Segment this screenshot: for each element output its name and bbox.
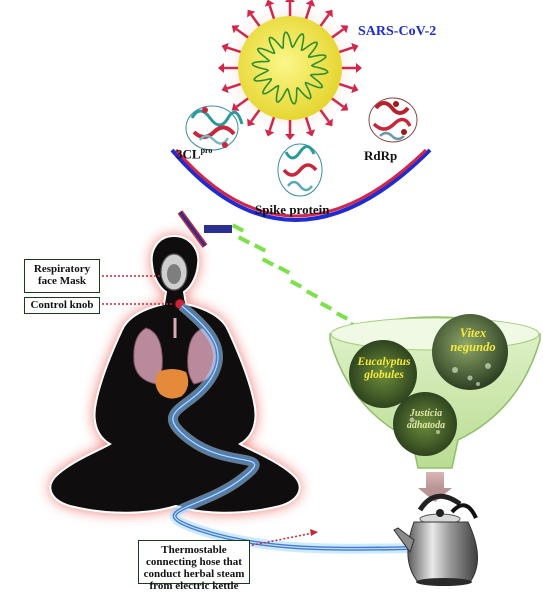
mask-label-box: Respiratory face Mask [24, 259, 100, 293]
spike-head [231, 102, 240, 111]
plant-image-justicia [393, 392, 457, 456]
protein-3clpro-structure [185, 105, 244, 151]
spike-stalk [318, 107, 330, 123]
spike-head [231, 25, 240, 34]
plant-image-vitex [432, 314, 508, 390]
viral-rna [251, 31, 329, 105]
spike-head [324, 9, 333, 18]
spike-head [218, 63, 224, 73]
label-pointers [98, 275, 319, 547]
rna-coil [251, 31, 329, 105]
plant-image-eucalyptus [349, 340, 417, 408]
spike-stalk [304, 4, 312, 21]
spike-stalk [250, 13, 262, 29]
spike-head [285, 134, 295, 140]
mask-label-text: Respiratory face Mask [33, 263, 91, 287]
spike-stalk [318, 13, 330, 29]
spike-head [247, 118, 256, 127]
knob-label-text: Control knob [30, 299, 94, 311]
spike-head [351, 42, 359, 53]
spike-head [340, 102, 349, 111]
spike-head [264, 129, 275, 137]
spike-stalk [226, 82, 243, 90]
virus-name-label: SARS-CoV-2 [358, 24, 437, 39]
plant-label-eucalyptus: Eucalyptus globules [357, 356, 411, 381]
spike-stalk [268, 115, 276, 132]
spike-stalk [268, 4, 276, 21]
spike-head [264, 0, 275, 7]
spike-head [324, 118, 333, 127]
electric-kettle [393, 493, 479, 586]
spike-head [305, 0, 316, 7]
spike-proteins [218, 0, 362, 140]
spike-stalk [337, 46, 354, 54]
herbal-action-dashes [231, 223, 361, 331]
plant-label-justicia: Justicia adhatoda [406, 408, 446, 431]
respiratory-mask [160, 253, 188, 291]
protein-rdrp-structure [368, 97, 418, 143]
spike-head [247, 9, 256, 18]
spike-stalk [329, 96, 345, 108]
hose-pointer-arrowhead [310, 529, 318, 536]
target-spike-label: Spike protein [255, 202, 330, 217]
spike-stalk [250, 107, 262, 123]
hose-label-box: Thermostable connecting hose that conduc… [138, 540, 250, 592]
target-3clpro-text: 3CL [176, 146, 201, 162]
stomach-organ [155, 369, 189, 399]
spike-head [285, 0, 295, 2]
inhibition-symbol [177, 210, 232, 248]
target-rdrp-label: RdRp [364, 148, 398, 163]
spike-head [340, 25, 349, 34]
spike-stalk [235, 96, 251, 108]
flower-speckles [409, 363, 491, 434]
target-3clpro-label: 3CLpro [176, 146, 212, 162]
spike-head [221, 83, 229, 94]
spike-stalk [226, 46, 243, 54]
spike-stalk [329, 28, 345, 40]
spike-stalk [304, 115, 312, 132]
virus-core [238, 16, 342, 120]
protein-spike-structure [277, 143, 323, 197]
knob-label-box: Control knob [24, 297, 100, 314]
spike-stalk [337, 82, 354, 90]
target-cradle-outer [170, 148, 432, 222]
spike-stalk [235, 28, 251, 40]
target-3clpro-sup: pro [200, 146, 213, 155]
hose-label-text: Thermostable connecting hose that conduc… [143, 544, 245, 592]
plant-label-vitex: Vitex negundo [450, 326, 496, 354]
spike-head [356, 63, 362, 73]
virus-particle [218, 0, 362, 140]
target-cradle-inner [174, 148, 428, 218]
spike-head [305, 129, 316, 137]
spike-head [351, 83, 359, 94]
spike-head [221, 42, 229, 53]
